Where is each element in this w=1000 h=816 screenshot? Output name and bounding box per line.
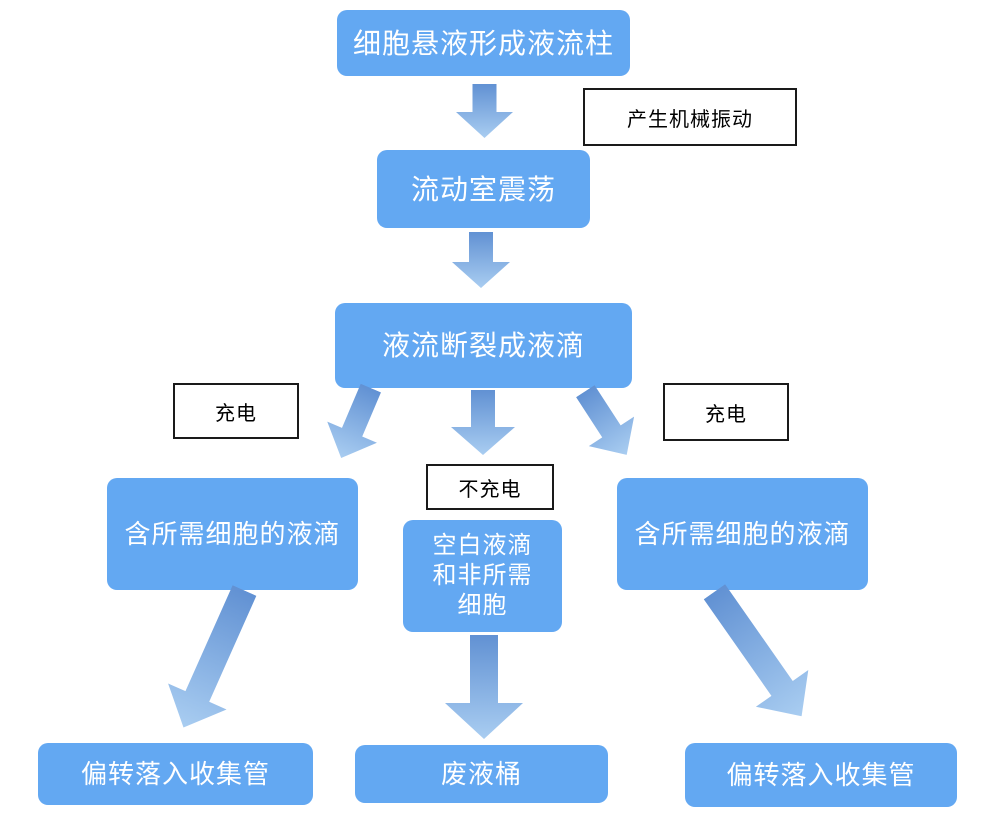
node-flow-chamber: 流动室震荡 xyxy=(377,150,590,228)
node-collect-left: 偏转落入收集管 xyxy=(38,743,313,805)
node-blank-center-label: 空白液滴 和非所需 细胞 xyxy=(432,532,533,619)
arrow-break-to-blank-center xyxy=(451,390,515,455)
node-blank-center: 空白液滴 和非所需 细胞 xyxy=(403,520,562,632)
node-droplet-break: 液流断裂成液滴 xyxy=(335,303,632,388)
arrow-blank-to-waste xyxy=(445,635,523,739)
arrow-desired-right-to-collect xyxy=(688,573,828,734)
arrow-break-to-desired-left xyxy=(316,377,395,468)
node-desired-right: 含所需细胞的液滴 xyxy=(617,478,868,590)
annotation-charge-right: 充电 xyxy=(663,383,789,441)
node-waste-label: 废液桶 xyxy=(440,758,522,789)
node-desired-left-label: 含所需细胞的液滴 xyxy=(124,518,341,549)
annotation-mechanical-vibration-label: 产生机械振动 xyxy=(627,108,753,131)
annotation-no-charge-label: 不充电 xyxy=(458,478,522,501)
node-flow-chamber-label: 流动室震荡 xyxy=(410,173,556,205)
node-cell-suspension-label: 细胞悬液形成液流柱 xyxy=(352,27,614,59)
annotation-mechanical-vibration: 产生机械振动 xyxy=(583,88,797,146)
annotation-charge-right-label: 充电 xyxy=(705,403,747,426)
arrow-chamber-to-break xyxy=(452,232,510,288)
annotation-charge-left: 充电 xyxy=(173,383,299,439)
node-waste: 废液桶 xyxy=(355,745,608,803)
node-desired-right-label: 含所需细胞的液滴 xyxy=(634,518,851,549)
node-cell-suspension: 细胞悬液形成液流柱 xyxy=(337,10,630,76)
node-collect-left-label: 偏转落入收集管 xyxy=(80,758,270,789)
node-collect-right-label: 偏转落入收集管 xyxy=(726,759,916,790)
arrow-break-to-desired-right xyxy=(563,376,650,469)
annotation-no-charge: 不充电 xyxy=(426,464,554,510)
node-droplet-break-label: 液流断裂成液滴 xyxy=(381,330,585,361)
node-desired-left: 含所需细胞的液滴 xyxy=(107,478,358,590)
node-collect-right: 偏转落入收集管 xyxy=(685,743,957,807)
arrow-suspension-to-chamber xyxy=(456,84,513,138)
annotation-charge-left-label: 充电 xyxy=(215,402,257,425)
arrow-desired-left-to-collect xyxy=(154,577,273,740)
